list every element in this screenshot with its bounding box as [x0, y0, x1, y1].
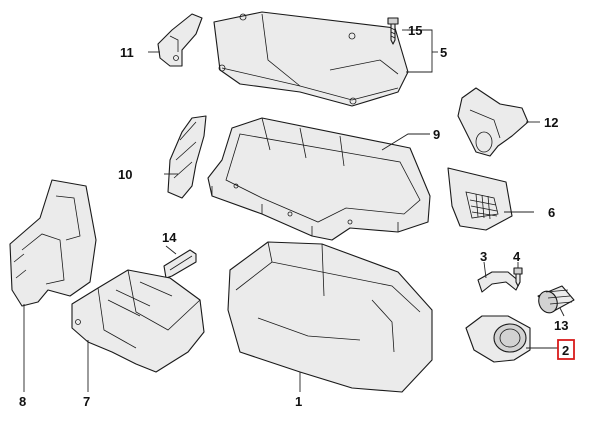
part-9-frame[interactable]	[207, 117, 431, 241]
callout-4: 4	[513, 249, 521, 264]
part-15-screw[interactable]	[387, 17, 399, 45]
callout-9: 9	[433, 127, 440, 142]
part-14-clip[interactable]	[163, 249, 197, 279]
callout-8: 8	[19, 394, 26, 409]
callout-7: 7	[83, 394, 90, 409]
callout-5: 5	[440, 45, 447, 60]
callout-10: 10	[118, 167, 132, 182]
highlight-box	[557, 339, 575, 360]
part-3-clamp[interactable]	[477, 271, 521, 293]
callout-labels: 11 15 5 9 10 12 6 14 3 4 13 8 7 1	[19, 23, 568, 409]
callout-12: 12	[544, 115, 558, 130]
part-1-lower-housing[interactable]	[227, 241, 433, 393]
part-12-flap[interactable]	[457, 87, 529, 157]
part-4-screw[interactable]	[513, 267, 523, 287]
callout-6: 6	[548, 205, 555, 220]
part-6-mesh-plate[interactable]	[447, 167, 513, 231]
part-13-hose[interactable]	[536, 285, 575, 315]
callout-1: 1	[295, 394, 302, 409]
callout-3: 3	[480, 249, 487, 264]
callout-15: 15	[408, 23, 422, 38]
part-7-bracket[interactable]	[71, 269, 205, 373]
callout-11: 11	[120, 45, 134, 60]
part-8-side-panel[interactable]	[9, 179, 97, 307]
callout-2: 2	[562, 343, 569, 358]
callout-14: 14	[162, 230, 177, 245]
leader-lines	[23, 29, 565, 392]
part-2-duct[interactable]	[465, 315, 531, 363]
callout-2-highlight[interactable]: 2	[557, 339, 575, 360]
part-5-cover[interactable]	[213, 11, 409, 107]
callout-13: 13	[554, 318, 568, 333]
part-11-bracket[interactable]	[157, 13, 203, 67]
part-10-side-cover[interactable]	[167, 115, 207, 199]
